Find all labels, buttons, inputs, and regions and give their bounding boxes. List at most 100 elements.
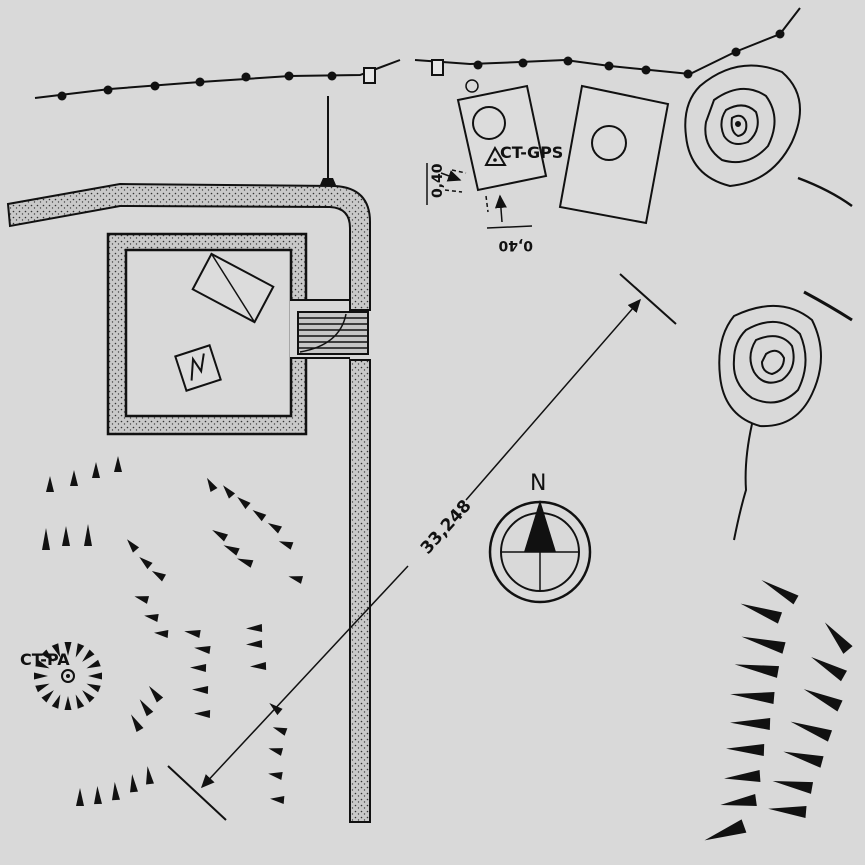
hachure-mark: [803, 689, 843, 712]
hachure-mark: [35, 659, 50, 669]
north-arrow-icon: [488, 500, 592, 604]
hachure-mark: [724, 770, 761, 782]
hachure-mark: [86, 683, 101, 693]
hachure-mark: [92, 462, 100, 478]
hachure-mark: [64, 696, 72, 710]
hachure-mark: [76, 788, 84, 806]
hachure-mark: [730, 692, 775, 704]
hachure-mark: [252, 509, 267, 522]
hachure-mark: [35, 683, 50, 693]
pole-base: [320, 178, 336, 185]
distance-line: [167, 273, 677, 821]
hachure-mark: [811, 657, 847, 682]
hachure-mark: [82, 649, 95, 662]
hachure-mark: [46, 476, 54, 492]
label-distance: 33,248: [417, 496, 476, 558]
hachure-mark: [790, 721, 833, 742]
interior-box-large: [191, 252, 275, 324]
hachure-mark: [270, 796, 285, 804]
offset-dimension-a: [426, 163, 467, 205]
hachure-mark: [720, 794, 757, 806]
survey-triangle-icon: [484, 145, 507, 166]
hachure-mark: [278, 541, 294, 550]
benchmark-circle-icon: [61, 669, 75, 683]
hachure-mark: [250, 662, 267, 670]
hill-north: [684, 64, 801, 188]
hachure-mark: [134, 596, 150, 604]
hachure-mark: [41, 649, 54, 662]
hachure-mark: [34, 672, 48, 680]
hachure-mark: [824, 622, 853, 654]
slope-line-b: [803, 290, 853, 322]
hachure-mark: [86, 659, 101, 669]
hachure-mark: [64, 642, 72, 656]
hachure-mark: [42, 528, 50, 550]
gate-stairs: [297, 311, 369, 355]
slope-line-a: [797, 176, 853, 208]
hachure-mark: [75, 643, 85, 658]
hill-creek: [733, 423, 753, 541]
hachure-mark: [236, 558, 254, 568]
label-offset-b: 0,40: [498, 237, 533, 253]
label-ct-gps: CT-GPS: [500, 143, 563, 162]
hachure-mark: [194, 646, 211, 654]
hachure-mark: [740, 603, 783, 624]
slope-hachures: [42, 456, 853, 841]
hachure-mark: [734, 664, 780, 678]
hachure-mark: [148, 685, 164, 703]
label-ct-pa: CT-PA: [20, 650, 70, 669]
hachure-mark: [62, 526, 70, 546]
hachure-mark: [212, 530, 228, 542]
hachure-mark: [88, 672, 102, 680]
hachure-mark: [151, 571, 166, 582]
hill-south: [718, 305, 822, 428]
hachure-mark: [761, 580, 799, 605]
hachure-mark: [146, 766, 154, 785]
pad-gps: [456, 79, 548, 192]
hachure-mark: [272, 727, 288, 736]
wall-lower: [349, 359, 371, 823]
perimeter-wall: [6, 182, 371, 311]
pad-east: [558, 84, 670, 225]
hachure-mark: [84, 524, 92, 546]
hachure-mark: [130, 774, 138, 793]
hachure-mark: [94, 786, 102, 805]
hachure-mark: [246, 624, 263, 632]
hachure-mark: [114, 456, 122, 472]
hachure-mark: [51, 643, 61, 658]
hachure-mark: [139, 557, 153, 570]
hachure-mark: [192, 686, 209, 694]
hachure-mark: [41, 690, 54, 703]
hachure-mark: [51, 694, 61, 709]
hachure-mark: [768, 806, 807, 818]
fence-right: [414, 7, 801, 79]
hachure-mark: [82, 690, 95, 703]
hachure-mark: [70, 470, 78, 486]
hachure-mark: [154, 630, 169, 638]
hachure-mark: [730, 718, 771, 730]
hachure-mark: [131, 714, 144, 732]
label-north: N: [530, 471, 546, 496]
hachure-mark: [207, 477, 218, 492]
hachure-mark: [223, 545, 240, 556]
hachure-mark: [139, 699, 154, 717]
interior-box-small: [174, 344, 222, 392]
hachure-mark: [772, 781, 814, 794]
hachure-mark: [726, 744, 765, 756]
hachure-mark: [246, 640, 263, 648]
hachure-mark: [268, 748, 284, 756]
hachure-mark: [190, 664, 207, 672]
hachure-mark: [127, 539, 140, 553]
pa-radial-marks: [34, 642, 102, 710]
offset-dimension-b: [485, 194, 533, 229]
hachure-mark: [237, 497, 251, 510]
hachure-mark: [269, 703, 283, 716]
hachure-mark: [75, 694, 85, 709]
hachure-mark: [704, 819, 747, 841]
hachure-mark: [267, 523, 282, 534]
fence-left: [34, 59, 401, 101]
hachure-mark: [112, 782, 120, 801]
hachure-mark: [741, 636, 786, 654]
label-offset-a: 0,40: [430, 163, 446, 198]
hachure-mark: [184, 630, 201, 638]
